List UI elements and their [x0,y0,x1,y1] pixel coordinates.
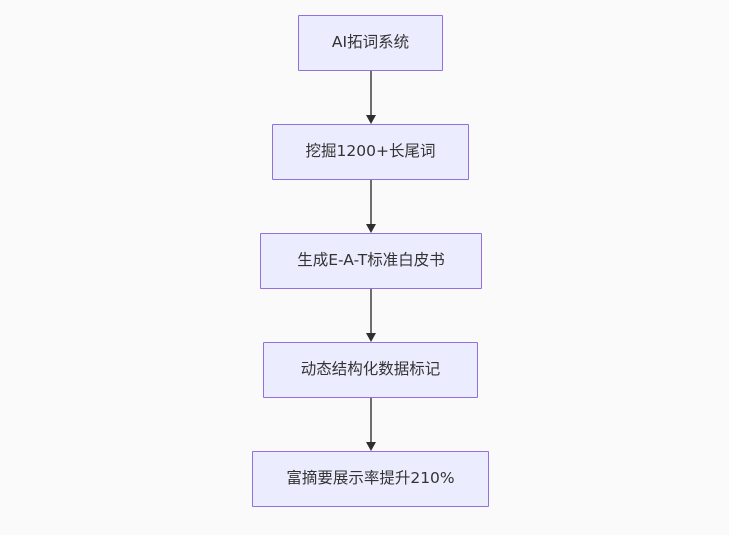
node-label: 挖掘1200+长尾词 [305,142,436,161]
flowchart-node-generate-eat-whitepaper: 生成E-A-T标准白皮书 [260,233,482,289]
arrow-down-icon [365,224,376,233]
arrow-down-icon [365,442,376,451]
flowchart-edge-4 [364,398,377,451]
flowchart-edge-2 [364,180,377,233]
flowchart-node-dynamic-structured-data-markup: 动态结构化数据标记 [263,342,478,398]
flowchart-edge-1 [364,71,377,124]
arrow-line [369,180,372,227]
flowchart-node-ai-word-expansion-system: AI拓词系统 [298,15,443,71]
arrow-line [369,398,372,445]
node-label: 生成E-A-T标准白皮书 [297,251,445,270]
arrow-down-icon [365,333,376,342]
arrow-line [369,71,372,118]
arrow-down-icon [365,115,376,124]
flowchart-node-mine-longtail-keywords: 挖掘1200+长尾词 [272,124,469,180]
flowchart-edge-3 [364,289,377,342]
flowchart-node-rich-snippet-rate-increase: 富摘要展示率提升210% [252,451,489,507]
arrow-line [369,289,372,336]
node-label: 动态结构化数据标记 [300,360,441,379]
node-label: AI拓词系统 [331,33,410,52]
node-label: 富摘要展示率提升210% [286,469,455,488]
